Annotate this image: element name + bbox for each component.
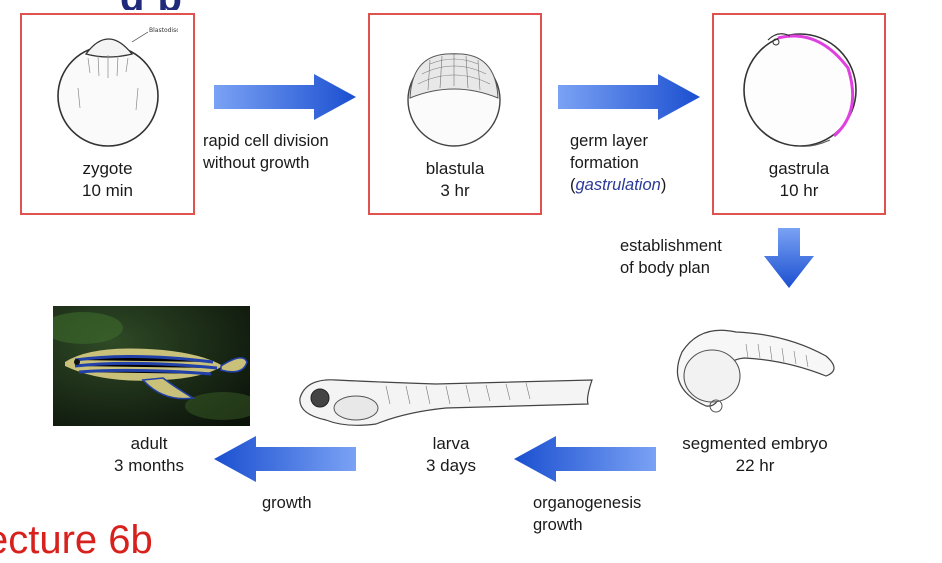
arrow-right-icon <box>558 74 700 120</box>
page-title-fragment: g p <box>120 0 740 10</box>
transition-caption-gastrulation: germ layer formation (gastrulation) <box>570 132 667 194</box>
larva-illustration <box>299 379 593 426</box>
adult-zebrafish-photo <box>53 306 250 426</box>
arrow-right-icon <box>214 74 356 120</box>
blastula-illustration <box>407 53 501 147</box>
svg-text:Blastodisc: Blastodisc <box>149 27 178 34</box>
arrow-left-icon <box>214 436 356 482</box>
arrow-down-icon <box>764 228 814 288</box>
segmented-embryo-illustration <box>676 329 835 413</box>
transition-caption-growth: growth <box>262 494 312 512</box>
lecture-title-fragment: ecture 6b <box>0 518 153 562</box>
zygote-illustration: Blastodisc <box>57 27 178 147</box>
arrow-left-icon <box>514 436 656 482</box>
gastrula-illustration <box>743 33 857 147</box>
